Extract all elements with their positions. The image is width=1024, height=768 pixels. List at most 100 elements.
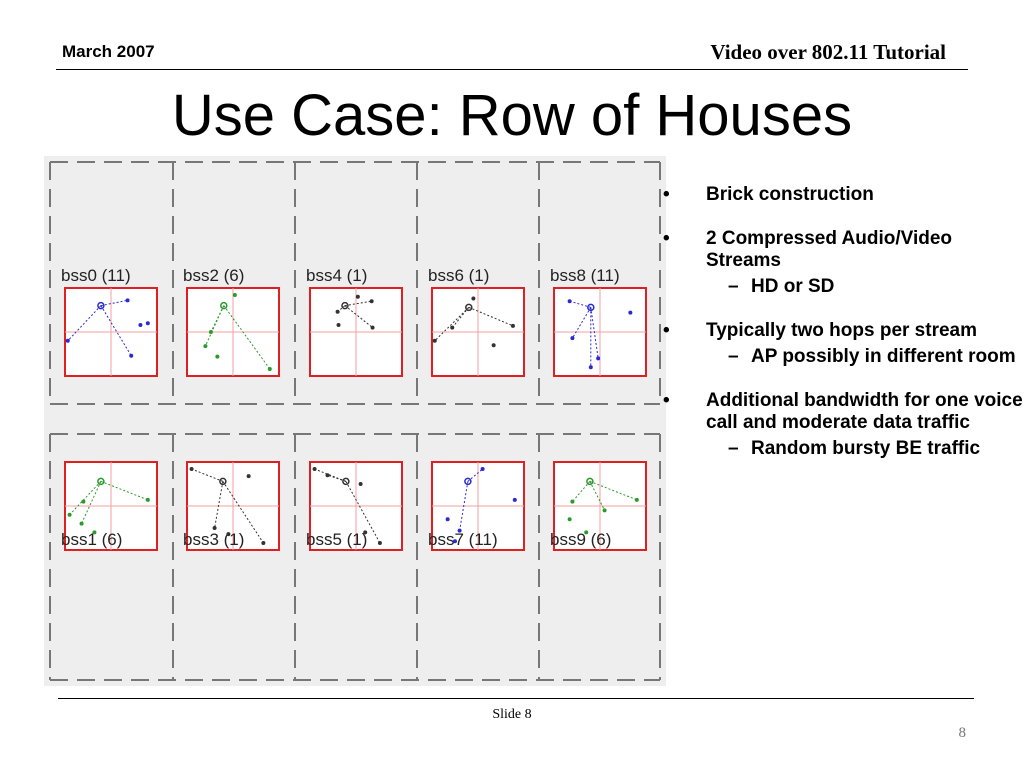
page-number: 8 [958,725,967,741]
house-walls [49,161,661,681]
station-node [92,530,97,535]
access-point-node [219,477,227,486]
station-node [312,467,317,472]
station-node [512,497,517,502]
bss-label: bss7 (11) [428,530,498,549]
bullet-glyph: • [663,390,670,411]
station-link [590,307,599,359]
bullet-item: • Typically two hops per stream – AP pos… [663,320,1023,368]
bss-cell: bss4 (1) [306,266,403,377]
station-node [570,336,575,341]
station-node [226,532,231,537]
bss-label: bss0 (11) [61,266,131,285]
station-link [451,307,470,328]
bss-label: bss4 (1) [306,266,367,285]
bss-cell: bss0 (11) [61,266,158,377]
bss-label: bss5 (1) [306,530,367,549]
bullet-glyph: • [663,184,670,205]
station-node [491,343,496,348]
station-link [337,305,346,313]
station-node [570,499,575,504]
station-node [567,299,572,304]
station-node [510,323,515,328]
station-node [203,344,208,349]
station-node [145,497,150,502]
station-node [596,356,601,361]
row-of-houses-diagram: bss0 (11) bss2 (6) bss4 (1) bss6 (1) bss8 (1… [44,156,666,686]
station-link [191,468,224,482]
header-doc-title: Video over 802.11 Tutorial [710,40,946,64]
station-node [370,325,375,330]
bss-cell: bss1 (6) [61,461,158,551]
bullet-text: 2 Compressed Audio/Video Streams [706,228,952,271]
station-node [189,467,194,472]
station-link [467,468,483,482]
station-link [327,474,347,482]
bullet-item: • 2 Compressed Audio/Video Streams – HD … [663,228,1023,298]
station-link [459,481,469,531]
bss-label: bss3 (1) [183,530,244,549]
station-node [377,540,382,545]
station-node [432,338,437,343]
station-link [67,305,102,342]
station-node [267,366,272,371]
bss-cell: bss2 (6) [183,266,280,377]
bss-label: bss6 (1) [428,266,489,285]
station-node [335,309,340,314]
bss-cell: bss7 (11) [428,461,525,551]
station-node [355,294,360,299]
station-node [208,330,213,334]
station-node [145,321,150,326]
station-node [567,517,572,522]
station-link [210,305,225,333]
station-node [246,474,251,479]
bullet-list: • Brick construction • 2 Compressed Audi… [663,184,1023,482]
station-link [589,480,637,501]
sub-bullet-text: Random bursty BE traffic [751,438,981,459]
station-node [129,353,134,358]
bullet-item: • Brick construction [663,184,1023,206]
station-link [223,305,271,370]
access-point-node [97,301,105,310]
access-point-node [97,477,105,486]
station-node [79,521,84,526]
station-node [261,540,266,545]
sub-bullet-text: AP possibly in different room [751,346,1016,367]
sub-bullet-glyph: – [728,276,739,297]
station-link [589,481,606,511]
slide-title: Use Case: Row of Houses [171,83,853,148]
station-node [584,530,589,535]
station-node [138,322,143,327]
station-node [628,310,633,315]
access-point-node [465,303,473,312]
station-node [588,365,593,370]
station-node [336,322,341,327]
station-node [634,497,639,502]
footer-rule [58,698,974,699]
footer-slide-label: Slide 8 [492,707,532,722]
bss-cell: bss8 (11) [550,266,647,377]
station-node [212,526,217,530]
access-point-node [587,303,595,312]
header-date: March 2007 [62,42,155,61]
station-link [571,307,592,339]
bullet-item: • Additional bandwidth for one voice cal… [663,390,1023,460]
sub-bullet-text: HD or SD [751,276,835,297]
station-node [325,473,330,478]
station-node [450,325,455,330]
bullet-text: Typically two hops per stream [706,320,978,341]
bss-cell: bss5 (1) [306,461,403,551]
access-point-node [341,301,349,310]
bss-cells: bss0 (11) bss2 (6) bss4 (1) bss6 (1) bss8 (1… [61,266,647,551]
station-node [480,467,485,472]
station-node [65,338,70,343]
bullet-text: Brick construction [706,184,874,205]
access-point-node [220,301,228,310]
station-node [125,298,130,303]
station-node [471,296,476,301]
station-link [204,305,225,347]
sub-bullet-glyph: – [728,346,739,367]
station-link [572,481,591,502]
station-node [232,293,237,298]
sub-bullet-item: – HD or SD [706,276,1023,298]
